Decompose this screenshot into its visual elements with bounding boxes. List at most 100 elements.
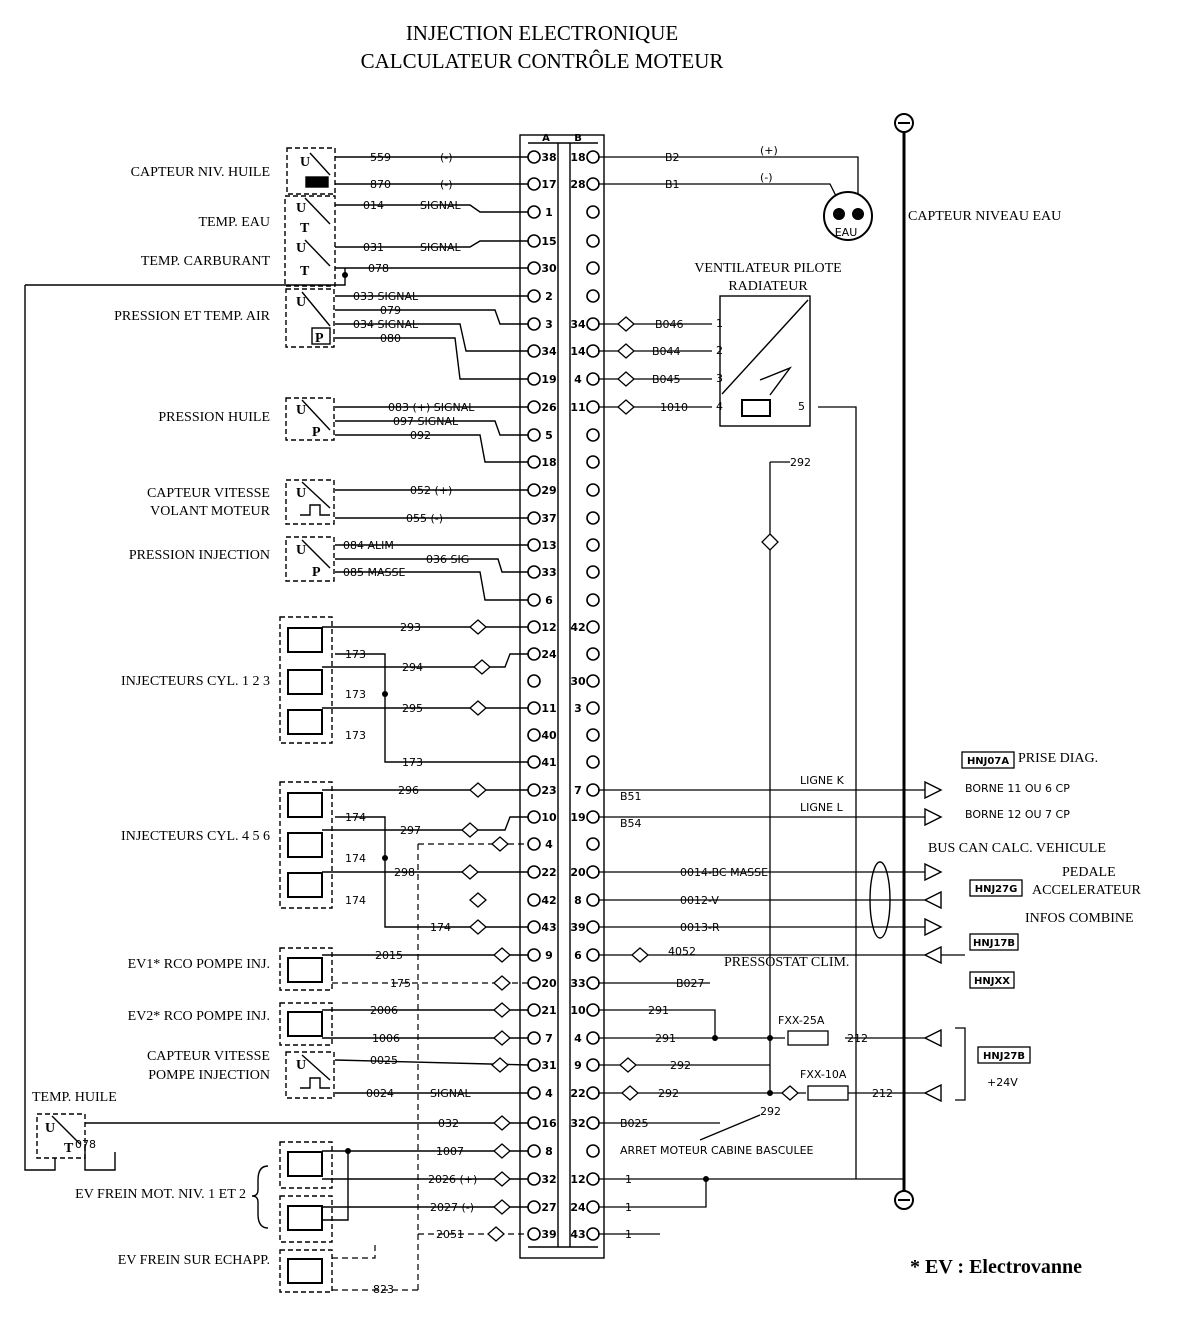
pin-a-circle	[527, 511, 541, 525]
wire-label: 173	[345, 648, 366, 661]
pin-b-number: 43	[570, 1228, 585, 1241]
svg-text:T: T	[300, 264, 310, 279]
svg-text:P: P	[312, 565, 321, 580]
svg-text:U: U	[296, 295, 306, 310]
wire-label: 036 SIG	[426, 553, 469, 566]
wire-label: 174	[430, 921, 451, 934]
wire-label: 097 SIGNAL	[393, 415, 459, 428]
pin-b-number: 30	[570, 675, 586, 688]
right-diamonds	[617, 316, 799, 1101]
pin-a-circle	[527, 755, 541, 769]
wire-label: 294	[402, 661, 423, 674]
pin-a-number: 3	[545, 318, 553, 331]
svg-text:P: P	[315, 331, 324, 346]
pin-a-circle	[527, 1058, 541, 1072]
pin-b-number: 4	[574, 1032, 582, 1045]
wire-label: 297	[400, 824, 421, 837]
label-temp-eau: TEMP. EAU	[198, 215, 270, 230]
pin-a-circle	[527, 647, 541, 661]
wire-label: 291	[648, 1004, 669, 1017]
wire-label: B2	[665, 151, 680, 164]
pin-a-number: 19	[541, 373, 556, 386]
svg-text:U: U	[296, 1058, 306, 1073]
pin-a-circle	[527, 428, 541, 442]
label-vit-pompe-2: POMPE INJECTION	[148, 1068, 270, 1083]
pin-a-number: 17	[541, 178, 556, 191]
pin-b-number: 34	[570, 318, 586, 331]
pin-a-circle	[527, 1116, 541, 1130]
pin-a-circle	[527, 400, 541, 414]
wire-label: 0013-R	[680, 921, 720, 934]
pin-b-circle	[586, 289, 600, 303]
pin-a-number: 12	[541, 621, 556, 634]
capteur-niveau-eau-symbol: EAU	[823, 191, 873, 241]
pin-b-number: 12	[570, 1173, 585, 1186]
wire-label: 298	[394, 866, 415, 879]
label-vit-volant-1: CAPTEUR VITESSE	[147, 486, 270, 501]
pin-b-number: 28	[570, 178, 585, 191]
pin-b-circle	[586, 728, 600, 742]
pin-b-circle	[586, 538, 600, 552]
wire-label: 1	[625, 1201, 632, 1214]
pin-b-number: 14	[570, 345, 586, 358]
wire-label: 212	[847, 1032, 868, 1045]
pin-b-circle	[586, 1086, 600, 1100]
pin-b-circle	[586, 837, 600, 851]
label-ev-frein-mot: EV FREIN MOT. NIV. 1 ET 2	[75, 1187, 246, 1202]
pin-a-number: 21	[541, 1004, 556, 1017]
connector-hnjxx: HNJXX	[969, 971, 1015, 989]
pin-a-number: 8	[545, 1145, 553, 1158]
pin-a-circle	[527, 150, 541, 164]
pin-a-number: 43	[541, 921, 556, 934]
wire-label: 292	[658, 1087, 679, 1100]
pin-a-circle	[527, 728, 541, 742]
fuse-10a-label: FXX-10A	[800, 1068, 847, 1081]
pin-b-circle	[586, 810, 600, 824]
label-inj-456: INJECTEURS CYL. 4 5 6	[121, 829, 270, 844]
pin-a-number: 34	[541, 345, 557, 358]
wire-label: 031	[363, 241, 384, 254]
wire-label: 078	[368, 262, 389, 275]
svg-text:U: U	[45, 1121, 55, 1136]
ligne-k-label: LIGNE K	[800, 774, 845, 787]
wire-label: B027	[676, 977, 705, 990]
pin-a-circle	[527, 1144, 541, 1158]
pin-b-number: 7	[574, 784, 582, 797]
pin-b-circle	[586, 893, 600, 907]
pin-b-number: 10	[570, 1004, 586, 1017]
label-ev-frein-ech: EV FREIN SUR ECHAPP.	[118, 1253, 270, 1268]
pin-b-circle	[586, 620, 600, 634]
pin-b-circle	[586, 344, 600, 358]
pin-b-circle	[586, 1200, 600, 1214]
left-diamonds	[461, 619, 511, 1242]
pin-a-number: 9	[545, 949, 553, 962]
pin-b-circle	[586, 261, 600, 275]
label-temp-carb: TEMP. CARBURANT	[141, 254, 271, 269]
ecu-connector-block: A B	[519, 133, 605, 1259]
wire-label: 0014-BC MASSE	[680, 866, 768, 879]
pin-a-number: 39	[541, 1228, 556, 1241]
sensor-boxes: U U T U T U P U P U U P	[36, 147, 336, 1293]
wire-label: 014	[363, 199, 384, 212]
main-bus	[894, 113, 914, 1210]
borne-12-label: BORNE 12 OU 7 CP	[965, 808, 1070, 821]
pin-a-number: 10	[541, 811, 557, 824]
svg-text:U: U	[300, 155, 310, 170]
svg-text:1: 1	[716, 317, 723, 330]
wire-label: B51	[620, 790, 642, 803]
wire-label: 292	[790, 456, 811, 469]
wire-label: 1	[625, 1173, 632, 1186]
label-vit-volant-2: VOLANT MOTEUR	[150, 504, 271, 519]
wire-label: 175	[390, 977, 411, 990]
pin-a-circle	[527, 976, 541, 990]
bus-can-ellipse	[869, 861, 891, 939]
svg-text:U: U	[296, 241, 306, 256]
svg-text:U: U	[296, 486, 306, 501]
pin-b-number: 4	[574, 373, 582, 386]
wire-label: 292	[760, 1105, 781, 1118]
pin-b-circle	[586, 234, 600, 248]
wire-label: 052 (+)	[410, 484, 452, 497]
junction-dots	[342, 272, 773, 1182]
wire-label: 2015	[375, 949, 403, 962]
